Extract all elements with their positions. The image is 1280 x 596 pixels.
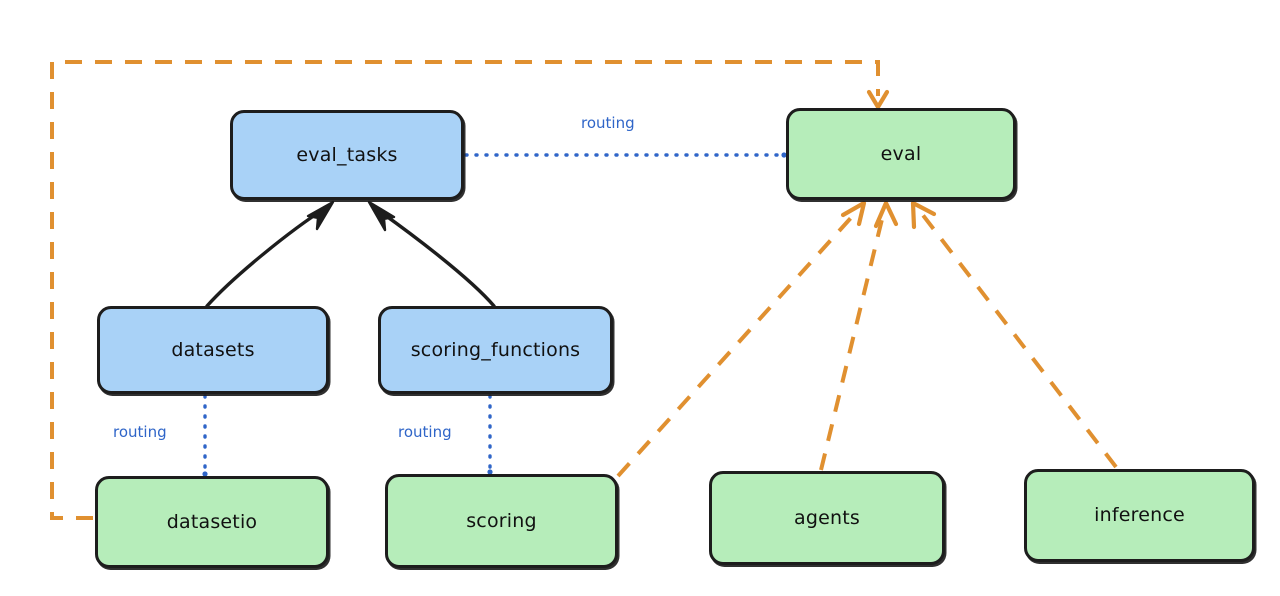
node-label: datasetio (166, 510, 258, 533)
edge-agents-to-eval (819, 200, 899, 471)
node-label: inference (1094, 504, 1185, 527)
edge-label-routing-datasets-datasetio: routing (110, 423, 170, 441)
edge-label-routing-eval-tasks-eval: routing (578, 114, 638, 132)
node-datasets[interactable]: datasets (97, 306, 329, 394)
edge-inference-to-eval (910, 200, 1118, 469)
edge-eval_tasks-to-eval (464, 152, 787, 158)
node-scoring-functions[interactable]: scoring_functions (378, 306, 613, 394)
edge-label-routing-scoring-functions-scoring: routing (395, 423, 455, 441)
node-datasetio[interactable]: datasetio (95, 476, 329, 568)
node-label: eval (880, 142, 922, 165)
node-label: agents (794, 506, 860, 529)
node-label: scoring_functions (410, 338, 581, 361)
edge-scoring-to-eval (616, 200, 867, 478)
node-eval-tasks[interactable]: eval_tasks (230, 110, 464, 200)
node-eval[interactable]: eval (786, 108, 1016, 200)
edge-scoring_functions-to-scoring (487, 394, 493, 475)
node-agents[interactable]: agents (709, 471, 945, 565)
edge-scoring_functions-to-eval_tasks (367, 200, 496, 308)
node-scoring[interactable]: scoring (385, 474, 618, 568)
node-label: eval_tasks (296, 143, 398, 166)
edge-datasets-to-eval_tasks (205, 200, 335, 308)
node-label: scoring (466, 509, 537, 532)
edge-datasets-to-datasetio (202, 394, 208, 477)
node-label: datasets (171, 338, 255, 361)
edge-datasetio-to-eval (50, 60, 890, 520)
node-inference[interactable]: inference (1024, 469, 1255, 562)
